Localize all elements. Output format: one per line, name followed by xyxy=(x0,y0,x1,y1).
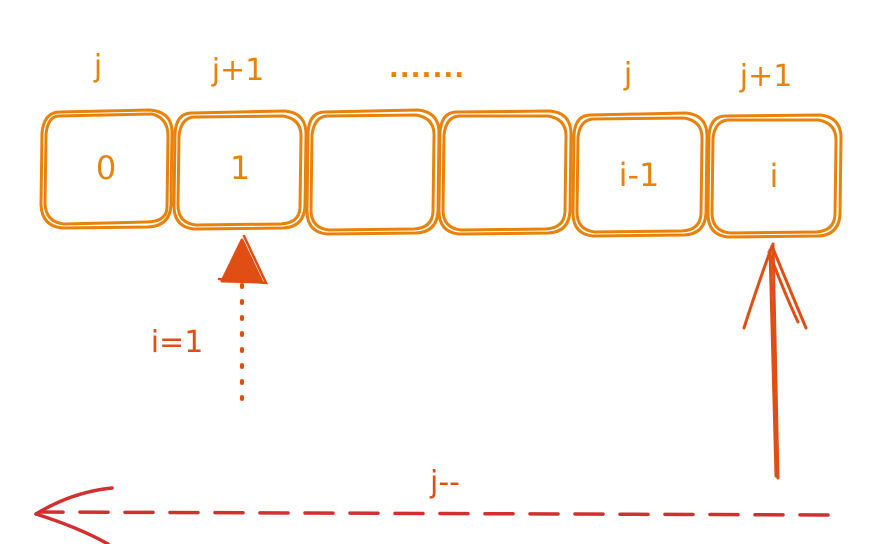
top-label-j-left: j xyxy=(93,49,103,84)
sweep-arrowhead-lower xyxy=(34,512,110,544)
array-cell-4 xyxy=(571,111,709,238)
up-arrow-head-left xyxy=(742,244,774,330)
sweep-arrow-j-decrement xyxy=(34,486,830,544)
top-label-j-right: j xyxy=(623,57,633,92)
cell-text-0: 0 xyxy=(95,149,117,187)
sweep-label: j-- xyxy=(430,465,460,500)
array-cell-2 xyxy=(305,108,441,236)
sweep-dashed-line xyxy=(38,510,830,517)
pointer-arrowhead-outline xyxy=(217,234,269,285)
array-cell-5 xyxy=(706,113,843,239)
sweep-arrowhead-upper xyxy=(34,486,114,516)
array-cell-1 xyxy=(172,109,308,231)
top-label-ellipsis: ....... xyxy=(388,54,466,84)
cell-text-i: i xyxy=(769,157,779,195)
up-arrow-i xyxy=(742,242,808,480)
array-cell-0 xyxy=(39,108,174,230)
cell-text-i-minus-1: i-1 xyxy=(618,156,660,194)
up-arrow-shaft xyxy=(771,242,780,480)
top-label-j-plus-1-right: j+1 xyxy=(739,59,793,94)
pointer-i xyxy=(217,234,269,414)
pointer-label: i=1 xyxy=(150,325,204,360)
top-label-j-plus-1-left: j+1 xyxy=(211,53,265,88)
cell-text-1: 1 xyxy=(229,149,251,187)
array-cells xyxy=(39,108,843,239)
array-cell-3 xyxy=(437,109,573,236)
up-arrow-shaft-2 xyxy=(768,248,778,478)
up-arrow-head-right xyxy=(770,244,808,330)
up-arrow-head-right-2 xyxy=(767,250,800,324)
